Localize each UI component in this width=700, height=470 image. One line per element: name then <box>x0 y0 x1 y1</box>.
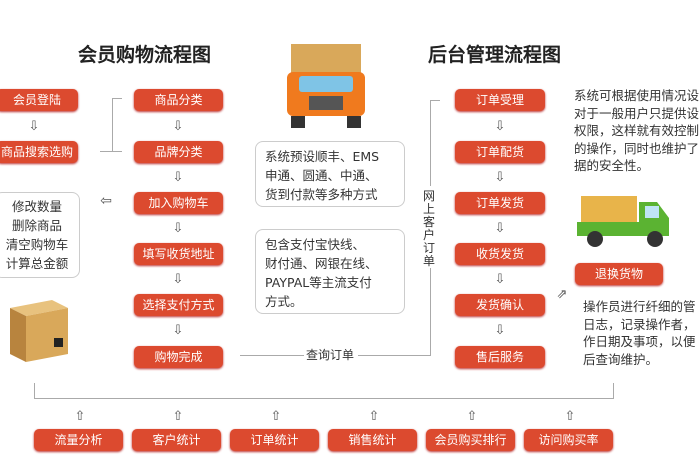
shop-step-button[interactable]: 填写收货地址 <box>134 243 223 265</box>
note-line: 对于一般用户只提供设 <box>574 105 700 121</box>
connector-line <box>112 98 122 99</box>
note-line: 修改数量 <box>11 199 62 214</box>
member-login-button[interactable]: 会员登陆 <box>0 89 78 111</box>
arrow-down-icon: ⇩ <box>172 221 184 236</box>
note-line: 财付通、网银在线、 <box>265 256 378 271</box>
arrow-down-icon: ⇩ <box>494 119 506 134</box>
stat-button[interactable]: 客户统计 <box>132 429 221 451</box>
arrow-down-icon: ⇩ <box>172 272 184 287</box>
stat-button[interactable]: 销售统计 <box>328 429 417 451</box>
shop-step-button[interactable]: 加入购物车 <box>134 192 223 214</box>
shop-step-button[interactable]: 选择支付方式 <box>134 294 223 316</box>
note-line: 方式。 <box>265 294 303 309</box>
admin-step-button[interactable]: 订单发货 <box>455 192 545 214</box>
arrow-up-icon: ⇧ <box>270 409 282 424</box>
stat-button[interactable]: 会员购买排行 <box>426 429 515 451</box>
stat-button[interactable]: 流量分析 <box>34 429 123 451</box>
admin-step-button[interactable]: 售后服务 <box>455 346 545 368</box>
arrow-up-icon: ⇧ <box>564 409 576 424</box>
stat-button[interactable]: 订单统计 <box>230 429 319 451</box>
admin-step-button[interactable]: 发货确认 <box>455 294 545 316</box>
arrow-down-icon: ⇩ <box>28 119 40 134</box>
cardboard-box-icon <box>10 300 68 362</box>
admin-step-button[interactable]: 订单配货 <box>455 141 545 163</box>
log-note: 操作员进行纤细的管 日志，记录操作者， 作日期及事项，以便 后查询维护。 <box>583 298 696 368</box>
payment-note: 包含支付宝快线、 财付通、网银在线、 PAYPAL等主流支付 方式。 <box>255 229 405 314</box>
note-line: 系统可根据使用情况设 <box>574 88 700 103</box>
permission-note: 系统可根据使用情况设 对于一般用户只提供设 权限，这样就有效控制 的操作，同时也… <box>574 87 699 175</box>
connector-line <box>100 151 122 152</box>
delivery-truck-icon <box>287 44 365 128</box>
connector-line <box>430 100 440 101</box>
arrow-down-icon: ⇩ <box>172 119 184 134</box>
admin-step-button[interactable]: 收货发货 <box>455 243 545 265</box>
connector-line <box>34 398 614 399</box>
arrow-down-icon: ⇩ <box>172 170 184 185</box>
note-line: 系统预设顺丰、EMS <box>265 149 380 164</box>
stat-button[interactable]: 访问购买率 <box>524 429 613 451</box>
note-line: 申通、圆通、中通、 <box>265 168 378 183</box>
admin-step-button[interactable]: 订单受理 <box>455 89 545 111</box>
note-line: 删除商品 <box>11 218 62 233</box>
arrow-up-icon: ⇧ <box>74 409 86 424</box>
note-line: 权限，这样就有效控制 <box>574 123 700 138</box>
note-line: 清空购物车 <box>5 237 69 252</box>
query-order-label: 查询订单 <box>306 348 355 362</box>
connector-line <box>358 355 430 356</box>
shipping-note: 系统预设顺丰、EMS 申通、圆通、中通、 货到付款等多种方式 <box>255 141 405 207</box>
note-line: 后查询维护。 <box>583 351 659 367</box>
arrow-up-icon: ⇧ <box>172 409 184 424</box>
green-truck-icon <box>577 196 669 247</box>
return-goods-button[interactable]: 退换货物 <box>575 263 663 285</box>
note-line: 包含支付宝快线、 <box>265 237 366 252</box>
note-line: 作日期及事项，以便 <box>583 334 696 349</box>
product-search-button[interactable]: 商品搜索选购 <box>0 141 78 163</box>
connector-line <box>430 100 431 186</box>
connector-line <box>112 98 113 152</box>
cart-note: 修改数量 删除商品 清空购物车 计算总金额 <box>0 192 80 278</box>
note-line: PAYPAL等主流支付 <box>265 275 372 290</box>
arrow-down-icon: ⇩ <box>172 323 184 338</box>
arrow-up-icon: ⇧ <box>466 409 478 424</box>
connector-line <box>430 268 431 356</box>
shop-step-button[interactable]: 商品分类 <box>134 89 223 111</box>
note-line: 货到付款等多种方式 <box>265 187 378 202</box>
note-line: 据的安全性。 <box>574 158 650 173</box>
note-line: 的操作，同时也维护了 <box>574 140 700 156</box>
arrow-up-icon: ⇧ <box>368 409 380 424</box>
note-line: 计算总金额 <box>5 256 69 271</box>
shop-step-button[interactable]: 品牌分类 <box>134 141 223 163</box>
connector-line <box>34 383 35 399</box>
note-line: 日志，记录操作者， <box>583 316 696 332</box>
note-line: 操作员进行纤细的管 <box>583 299 696 314</box>
arrow-down-icon: ⇩ <box>494 170 506 185</box>
right-title: 后台管理流程图 <box>428 44 562 66</box>
arrow-down-icon: ⇩ <box>494 221 506 236</box>
arrow-up-right-icon: ⇗ <box>556 287 568 302</box>
arrow-down-icon: ⇩ <box>494 272 506 287</box>
online-order-label: 网上客户订单 <box>423 189 436 268</box>
connector-line <box>613 383 614 399</box>
arrow-down-icon: ⇩ <box>494 323 506 338</box>
shop-step-button[interactable]: 购物完成 <box>134 346 223 368</box>
arrow-left-icon: ⇦ <box>100 193 112 209</box>
left-title: 会员购物流程图 <box>78 44 212 66</box>
connector-line <box>240 355 304 356</box>
